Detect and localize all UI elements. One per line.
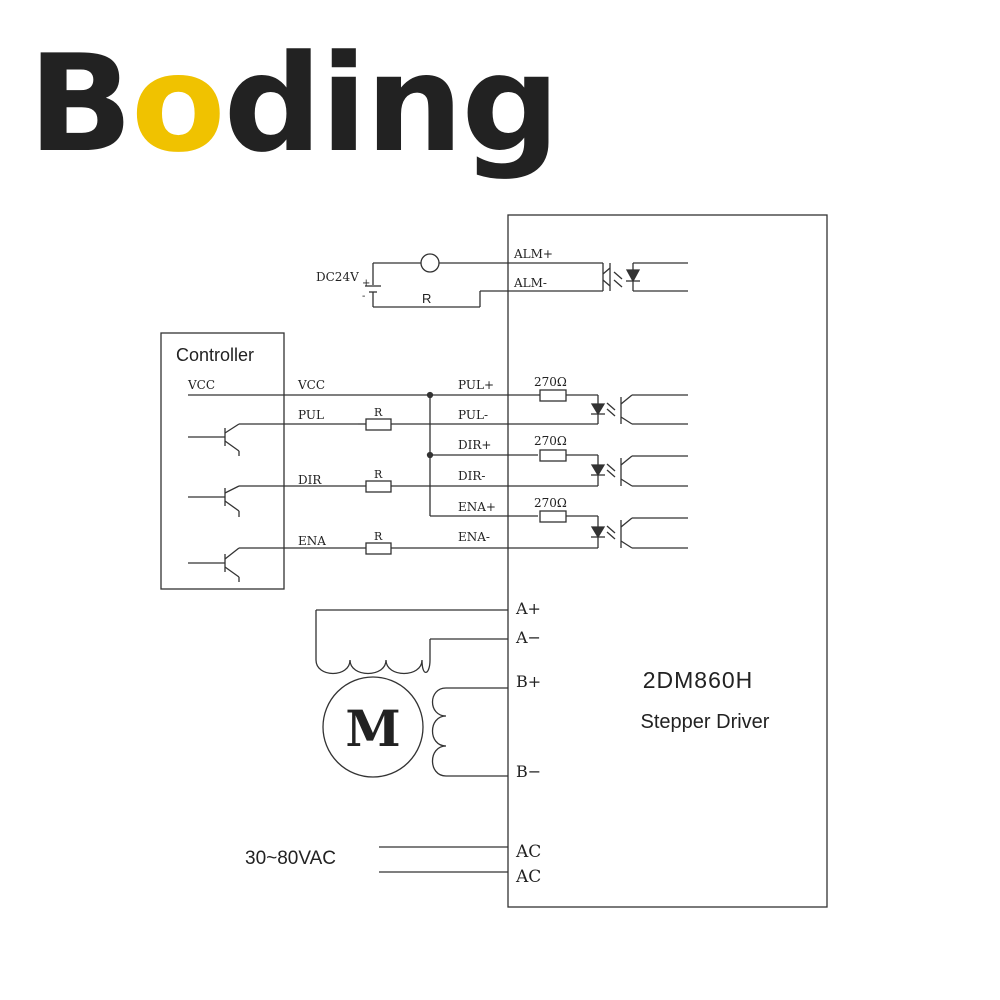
pul-signal-line: [188, 418, 598, 456]
controller-vcc-left-label: VCC: [187, 378, 215, 392]
motor-symbol-circle: [322, 676, 424, 778]
controller-pul-label: PUL: [298, 408, 324, 422]
ena-signal-line: [188, 542, 598, 582]
logo-letter-b: B: [28, 26, 131, 182]
motor-winding-b: [431, 687, 508, 777]
dir-resistor-value: 270Ω: [534, 434, 567, 448]
driver-model: 2DM860H: [643, 667, 754, 693]
pul-minus-label: PUL-: [458, 408, 488, 422]
pul-resistor: [365, 418, 392, 431]
supply-voltage-label: DC24V: [316, 270, 359, 284]
pul-optocoupler: [538, 389, 688, 425]
controller-dir-label: DIR: [298, 473, 322, 487]
ac-power-lines: [379, 846, 508, 873]
logo-letter-o: o: [131, 26, 224, 182]
brand-logo-text: Boding: [28, 26, 558, 182]
vcc-wiring: [188, 391, 538, 517]
b-plus-label: B+: [516, 672, 541, 691]
dir-plus-label: DIR+: [458, 438, 491, 452]
logo-letters-rest: ding: [224, 26, 558, 182]
dir-minus-label: DIR-: [458, 469, 485, 483]
motor-symbol-letter: M: [345, 699, 400, 758]
power-input-label: 30~80VAC: [245, 848, 336, 869]
b-minus-label: B−: [516, 762, 541, 781]
ena-minus-label: ENA-: [458, 530, 490, 544]
ena-optocoupler: [539, 510, 688, 549]
a-minus-label: A−: [515, 628, 541, 647]
a-plus-label: A+: [515, 599, 541, 618]
alarm-lamp-symbol: [420, 253, 440, 273]
driver-box: [507, 214, 828, 908]
supply-minus-sign: -: [362, 291, 365, 302]
controller-ena-label: ENA: [298, 534, 326, 548]
alm-minus-label: ALM-: [513, 276, 547, 290]
ena-resistor: [365, 542, 392, 555]
brand-logo: Boding: [28, 26, 560, 182]
supply-plus-sign: +: [362, 278, 370, 289]
alarm-circuit: [365, 253, 688, 308]
controller-vcc-label: VCC: [297, 378, 325, 392]
alarm-resistor-label: R: [422, 291, 431, 306]
controller-title: Controller: [176, 345, 254, 365]
pul-resistor-label: R: [374, 406, 383, 419]
controller-box: [160, 332, 285, 590]
dir-optocoupler: [539, 449, 688, 487]
dir-resistor-label: R: [374, 468, 383, 481]
pul-resistor-value: 270Ω: [534, 375, 567, 389]
pul-plus-label: PUL+: [458, 378, 494, 392]
ac-terminal-1-label: AC: [515, 842, 541, 862]
ac-terminal-2-label: AC: [515, 867, 541, 887]
alm-plus-label: ALM+: [513, 247, 553, 261]
dir-resistor: [365, 480, 392, 493]
motor-winding-a: [315, 609, 508, 674]
dir-signal-line: [188, 480, 598, 517]
ena-resistor-value: 270Ω: [534, 496, 567, 510]
driver-description: Stepper Driver: [641, 711, 770, 733]
ena-plus-label: ENA+: [458, 500, 496, 514]
ena-resistor-label: R: [374, 530, 383, 543]
